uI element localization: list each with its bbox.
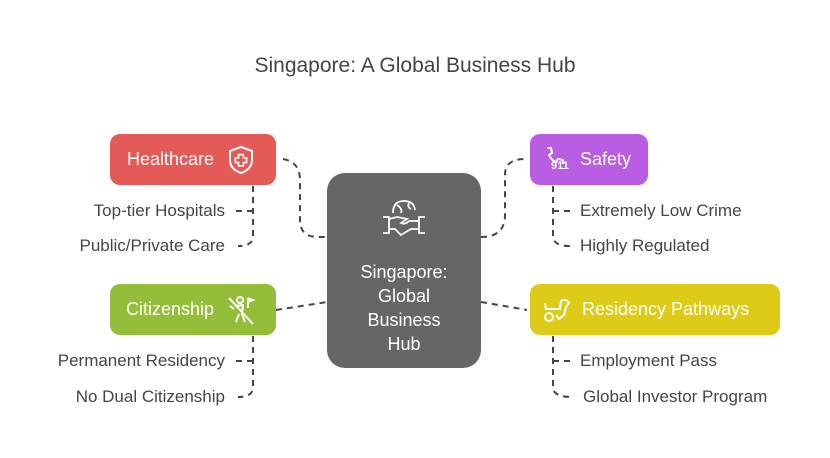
branch-label: Safety xyxy=(580,149,632,169)
branch-citizenship[interactable]: Citizenship xyxy=(110,284,276,335)
branch-label: Citizenship xyxy=(126,299,215,319)
trunk-healthcare xyxy=(236,186,254,247)
shield-cross-icon xyxy=(229,145,254,174)
branch-label: Healthcare xyxy=(127,149,215,169)
branch-safety[interactable]: 911 Safety xyxy=(530,134,648,185)
center-line: Global xyxy=(377,286,431,306)
center-line: Singapore: xyxy=(360,262,448,282)
list-item: Extremely Low Crime xyxy=(580,201,742,220)
trunk-safety xyxy=(552,186,572,247)
list-item: Permanent Residency xyxy=(57,351,225,370)
connector-safety xyxy=(480,158,526,238)
diagram-title: Singapore: A Global Business Hub xyxy=(254,54,576,77)
list-item: Highly Regulated xyxy=(580,236,710,255)
connector-healthcare xyxy=(282,158,327,238)
center-line: Business xyxy=(367,310,441,330)
trunk-residency xyxy=(552,336,573,398)
branch-residency-pathways[interactable]: Residency Pathways xyxy=(530,284,780,335)
center-line: Hub xyxy=(387,334,421,354)
branch-healthcare[interactable]: Healthcare xyxy=(110,134,276,185)
central-topic[interactable]: Singapore: Global Business Hub xyxy=(327,173,481,368)
connector-residency xyxy=(480,301,528,311)
trunk-citizenship xyxy=(236,336,254,398)
person-flag-icon xyxy=(228,295,256,325)
phone-911-icon: 911 xyxy=(542,145,574,175)
globe-handshake-icon xyxy=(383,200,425,237)
list-item: Employment Pass xyxy=(580,351,717,370)
connector-citizenship xyxy=(275,301,328,311)
branch-label: Residency Pathways xyxy=(582,299,750,319)
list-item: Top-tier Hospitals xyxy=(93,201,225,220)
list-item: Public/Private Care xyxy=(79,236,225,255)
list-item: No Dual Citizenship xyxy=(75,387,225,406)
list-item: Global Investor Program xyxy=(583,387,768,406)
dog-wheel-icon xyxy=(544,298,571,322)
